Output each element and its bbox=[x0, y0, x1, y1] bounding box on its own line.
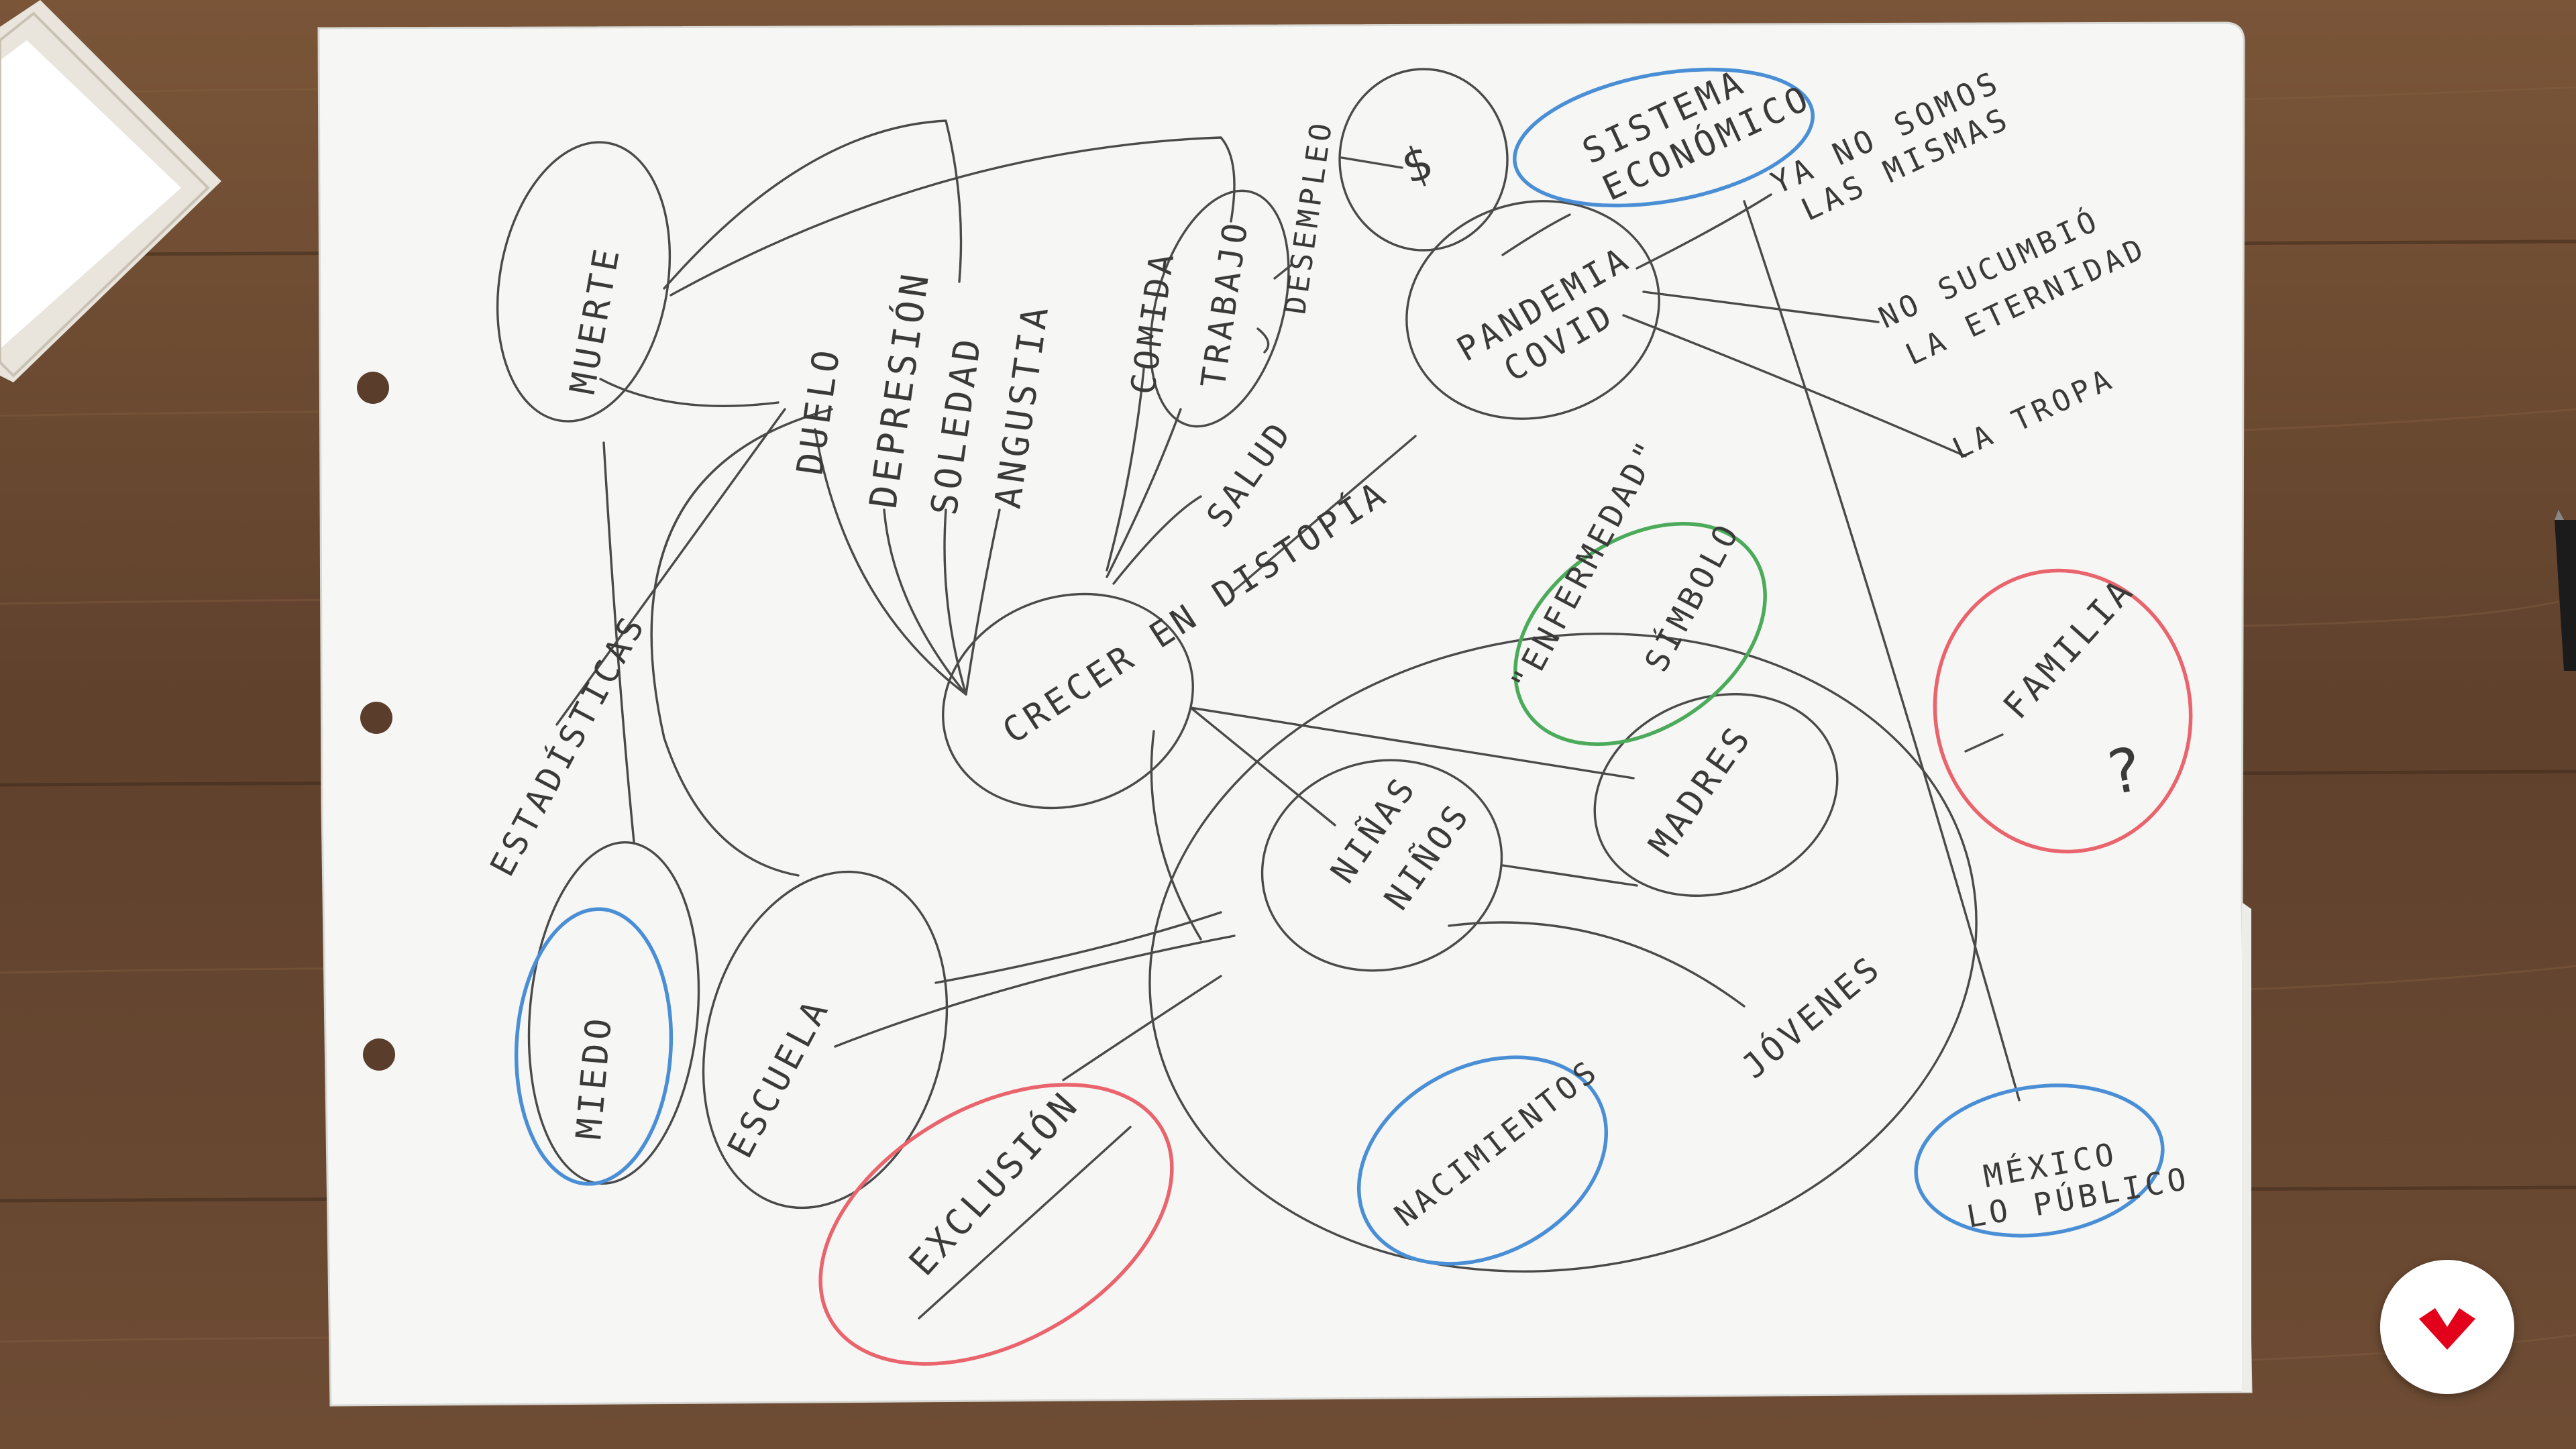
paper-sheet bbox=[317, 21, 2253, 1407]
green-circle-enfermedad bbox=[1513, 522, 1767, 746]
binder-hole bbox=[357, 372, 389, 404]
mindmap-connections bbox=[555, 119, 2021, 1102]
red-circle-exclusion bbox=[818, 1083, 1174, 1366]
paper-tab bbox=[2242, 902, 2251, 1392]
binder-hole bbox=[360, 702, 392, 734]
logo-mark-icon bbox=[2419, 1308, 2475, 1350]
blue-circle-miedo bbox=[514, 907, 674, 1186]
blue-circle-nacimientos bbox=[1356, 1055, 1609, 1266]
brand-logo bbox=[2380, 1260, 2514, 1394]
exclusion-underline bbox=[918, 1126, 1132, 1320]
book-corner bbox=[0, 0, 221, 382]
binder-hole bbox=[363, 1038, 395, 1071]
blue-circle-mexico bbox=[1914, 1083, 2165, 1238]
marker-ellipses bbox=[514, 67, 2193, 1366]
blue-circle-sistema bbox=[1513, 67, 1815, 208]
pen bbox=[2555, 510, 2576, 671]
red-circle-familia bbox=[1933, 568, 2193, 854]
pencil-ellipses bbox=[496, 68, 1978, 1273]
